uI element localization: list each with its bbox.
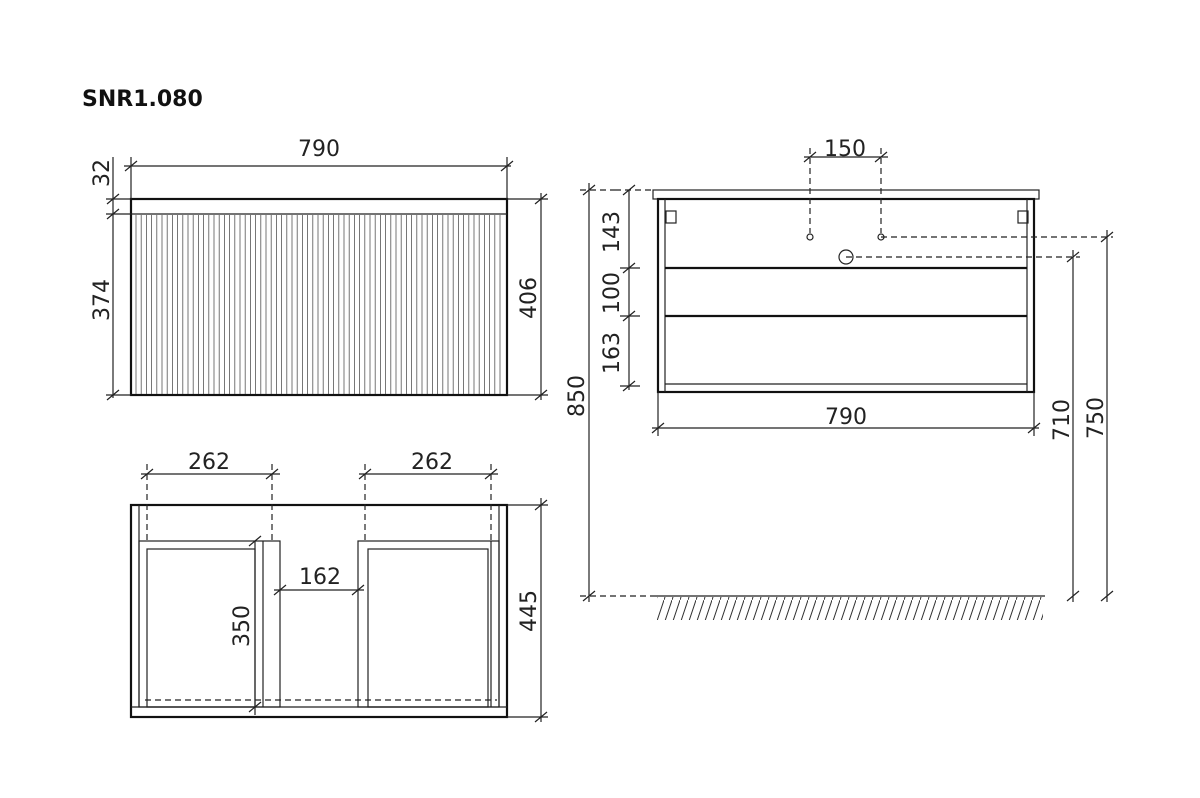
drawer-left bbox=[138, 540, 281, 708]
dim-right-vertical: 406 bbox=[507, 193, 548, 401]
dim-label-850: 850 bbox=[565, 375, 590, 417]
dim-width-top: 790 bbox=[124, 137, 514, 199]
hole-left bbox=[806, 233, 814, 241]
dim-label-790-bottom: 790 bbox=[825, 405, 867, 430]
drain-hole bbox=[838, 249, 854, 265]
countertop bbox=[652, 189, 1040, 200]
dim-drawer-left: 262 bbox=[140, 450, 280, 541]
plan-view bbox=[129, 503, 509, 719]
hanger-right bbox=[1017, 210, 1029, 224]
dim-label-262-right: 262 bbox=[411, 450, 453, 475]
dim-hole-spacing: 150 bbox=[803, 137, 888, 233]
flute-ribs bbox=[135, 215, 501, 394]
dim-left-vertical: 32 374 bbox=[90, 157, 131, 401]
plan-outline bbox=[129, 503, 509, 719]
dim-label-163: 163 bbox=[600, 332, 625, 374]
model-title: SNR1.080 bbox=[82, 87, 203, 112]
dim-depth: 445 bbox=[507, 498, 548, 723]
dim-label-790: 790 bbox=[298, 137, 340, 162]
drawer-right bbox=[357, 540, 500, 708]
dim-label-406: 406 bbox=[517, 277, 542, 319]
dim-label-445: 445 bbox=[517, 590, 542, 632]
dim-710: 710 bbox=[846, 250, 1080, 602]
dim-gap: 162 bbox=[273, 565, 365, 596]
cabinet-body bbox=[656, 197, 1036, 394]
dim-label-350: 350 bbox=[230, 605, 255, 647]
dim-left-stack: 143 100 163 bbox=[600, 184, 653, 392]
dim-850: 850 bbox=[565, 183, 655, 602]
dim-label-262-left: 262 bbox=[188, 450, 230, 475]
dim-label-162: 162 bbox=[299, 565, 341, 590]
dim-label-750: 750 bbox=[1084, 397, 1109, 439]
dim-label-32: 32 bbox=[90, 159, 115, 187]
rear-view bbox=[652, 189, 1040, 394]
dim-750: 750 bbox=[881, 230, 1114, 602]
cabinet-outline bbox=[129, 197, 509, 397]
floor-hatch bbox=[655, 595, 1045, 620]
dim-label-143: 143 bbox=[600, 211, 625, 253]
dim-label-374: 374 bbox=[90, 279, 115, 321]
dim-inner-height: 350 bbox=[230, 535, 262, 715]
dim-width-bottom: 790 bbox=[651, 392, 1041, 436]
dim-label-100: 100 bbox=[600, 272, 625, 314]
hanger-left bbox=[665, 210, 677, 224]
dim-label-710: 710 bbox=[1050, 399, 1075, 441]
front-fluted-view bbox=[129, 197, 509, 397]
dim-label-150: 150 bbox=[824, 137, 866, 162]
dim-drawer-right: 262 bbox=[358, 450, 498, 541]
